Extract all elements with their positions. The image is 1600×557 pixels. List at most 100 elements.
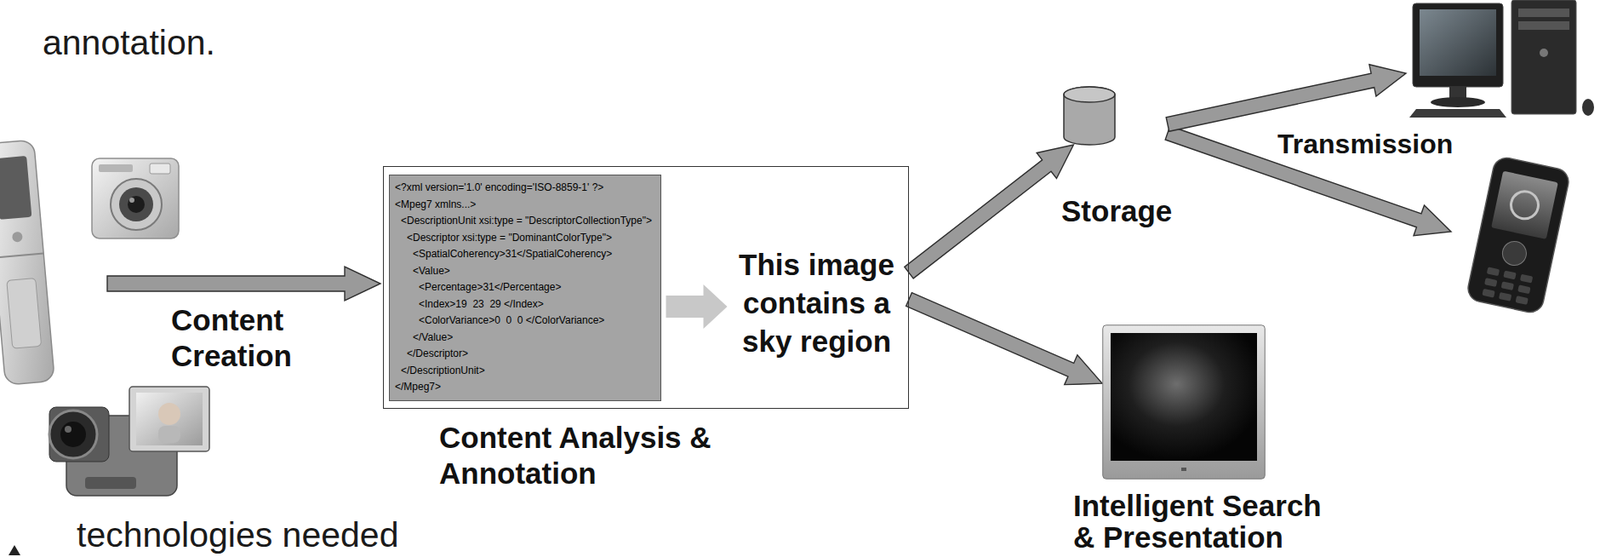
desktop-computer [1518,8,1570,18]
caption-label: technologies needed [76,514,399,555]
camcorder [136,392,203,446]
camcorder [49,406,109,462]
analysis-box: <?xml version='1.0' encoding='ISO-8859-1… [382,165,909,409]
desktop-computer [1518,21,1570,30]
compact-camera [91,158,179,239]
xml-line: <Index>19 23 29 </Index> [418,296,544,314]
label-holder: technologies needed [76,514,399,555]
flip-phone [0,253,44,258]
xml-line-holder: </Mpeg7> [394,378,654,396]
xml-line: </Value> [412,329,453,347]
television-display: Intelligent Search & Presentation [1102,324,1266,480]
compact-camera [149,163,171,174]
storage-cylinder: Storage [1062,86,1116,145]
box-text: This image contains a sky region [733,245,900,360]
xml-line-holder: </Descriptor> [406,345,654,363]
camcorder [158,402,181,425]
compact-camera [127,195,145,213]
flip-phone [6,278,42,349]
xml-description: <?xml version='1.0' encoding='ISO-8859-1… [388,174,662,401]
flip-phone [11,231,23,243]
cylinder-shape [1063,86,1115,103]
xml-line: <Descriptor xsi:type = "DominantColorTyp… [406,229,612,247]
box-text-holder: This image contains a sky region [733,245,900,360]
xml-line: <SpatialCoherency>31</SpatialCoherency> [412,245,612,263]
bullet-symbol [8,544,21,555]
flow-arrow [906,292,1103,385]
xml-line: </Descriptor> [406,345,469,363]
xml-line-holder: <Index>19 23 29 </Index> [418,296,654,314]
cylinder-shape [1062,86,1116,145]
analysis-arrow [666,284,728,329]
caption-label: annotation. [42,22,216,63]
display-label: Intelligent Search & Presentation [1073,489,1338,553]
mobile-phone [1484,277,1498,287]
box-text: Content Analysis & Annotation [439,419,746,492]
camcorder [64,425,72,433]
mobile-phone [1481,288,1495,298]
desktop-computer [1511,0,1577,115]
xml-line: <ColorVariance>0 0 0 </ColorVariance> [418,312,605,330]
mobile-phone [1465,155,1572,315]
xml-line-holder: <SpatialCoherency>31</SpatialCoherency> [412,245,654,263]
compact-camera [91,158,179,239]
cylinder-shape [1063,86,1115,145]
desktop-computer [1412,3,1503,87]
xml-line-holder: <Descriptor xsi:type = "DominantColorTyp… [406,229,654,247]
desktop-computer [1582,98,1595,116]
xml-line: </Mpeg7> [394,378,441,396]
mobile-phone [1520,274,1533,284]
camcorder [49,410,98,458]
camcorder [49,386,210,496]
compact-camera [129,197,135,203]
flow-arrow [904,144,1075,279]
mobile-phone [1517,284,1531,294]
label-holder: Transmission [1274,127,1456,160]
flip-phone [0,139,55,385]
mobile-phone [1508,188,1542,222]
mobile-phone [1514,295,1528,305]
xml-line-holder: <ColorVariance>0 0 0 </ColorVariance> [418,312,654,330]
flip-phone [0,139,55,385]
xml-line: <Percentage>31</Percentage> [418,279,561,297]
xml-line-holder: <DescriptionUnit xsi:type = "DescriptorC… [400,212,654,230]
camcorder [85,476,137,489]
label-holder: Content Creation [171,302,342,374]
television-shape [1102,325,1266,480]
compact-camera [119,187,154,222]
creation-arrow [107,266,381,301]
analysis-arrow [666,284,728,329]
box-text-holder: Content Analysis & Annotation [439,419,746,492]
camcorder [60,421,86,447]
xml-line-holder: </DescriptionUnit> [400,362,654,380]
mobile-phone [1465,155,1572,315]
compact-camera [110,178,162,230]
mobile-phone [1498,291,1512,302]
bullet-symbol [8,544,21,555]
xml-line-holder: <Mpeg7 xmlns...> [394,196,654,214]
xml-line-holder: <Value> [412,262,654,280]
mobile-phone [1502,270,1516,280]
display-label-holder: Intelligent Search & Presentation [1073,489,1338,553]
flip-phone [0,155,32,220]
xml-line-holder: <?xml version='1.0' encoding='ISO-8859-1… [394,179,654,197]
storage-label-holder: Storage [1061,194,1172,229]
desktop-computer [1419,9,1497,76]
desktop-computer [1409,108,1507,118]
camcorder [158,425,181,443]
desktop-computer [1449,86,1467,99]
mobile-phone [1486,266,1500,276]
desktop-computer [1409,0,1595,118]
xml-line: </DescriptionUnit> [400,362,486,380]
xml-line-holder: </Value> [412,329,654,347]
xml-line: <Mpeg7 xmlns...> [394,196,476,214]
transmission-arrow [1165,64,1406,132]
mobile-phone [1500,239,1529,268]
label-holder: annotation. [42,22,216,63]
mobile-phone [1491,171,1559,240]
camcorder [129,386,210,452]
xml-line: <Value> [412,262,451,280]
television-shape [1102,324,1266,480]
television-shape [1110,332,1258,461]
